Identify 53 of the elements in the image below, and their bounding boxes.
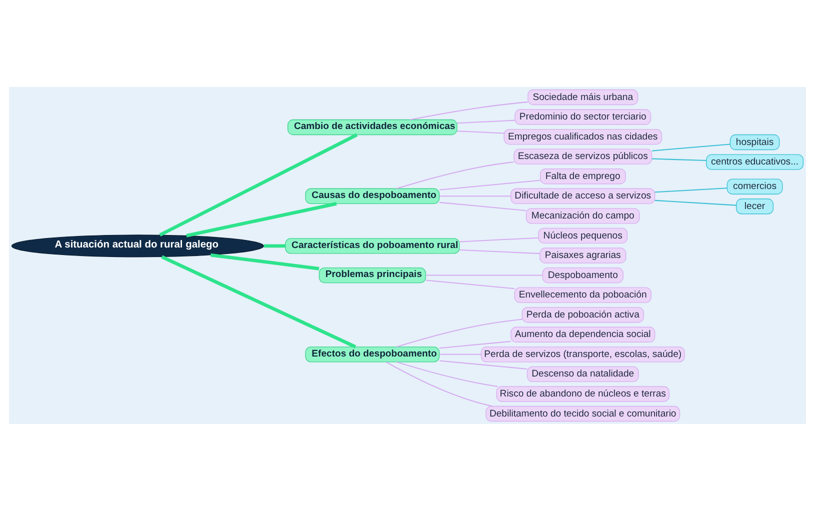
connector <box>654 199 736 206</box>
node-box: Descenso da natalidade <box>526 366 639 382</box>
node-ellipse: A situación actual do rural galego <box>11 234 264 257</box>
connector <box>654 187 727 192</box>
node-box: Risco de abandono de núcleos e terras <box>496 386 670 402</box>
node-box: Escaseza de servizos públicos <box>514 148 652 164</box>
node-box: Debilitamento do tecido social e comunitario <box>486 405 680 422</box>
node-box: Falta de emprego <box>540 168 626 184</box>
connector <box>439 179 540 190</box>
connector <box>440 195 511 196</box>
node-box: Perda de servizos (transporte, escolas, saúde) <box>480 346 685 362</box>
connector <box>186 202 337 237</box>
node-box: centros educativos... <box>706 154 804 170</box>
connector <box>439 360 528 369</box>
node-box: Perda de poboación activa <box>522 306 644 322</box>
node-box: Problemas principais <box>318 266 426 283</box>
connector <box>161 254 356 348</box>
node-box: Cambio de actividades económicas <box>287 118 458 135</box>
node-box: Núcleos pequenos <box>538 227 628 244</box>
node-box: Mecanización do campo <box>526 208 640 224</box>
connector <box>159 132 358 236</box>
connector <box>439 340 511 348</box>
connector <box>457 119 515 124</box>
connector <box>396 318 522 347</box>
connector <box>460 236 538 242</box>
connector <box>439 201 526 211</box>
connector <box>396 160 514 189</box>
connector <box>426 279 515 289</box>
node-box: Envellecemento da poboación <box>514 286 652 302</box>
node-box: Sociedade máis urbana <box>528 88 638 105</box>
connector <box>652 143 730 151</box>
node-box: Despoboamento <box>542 266 624 283</box>
node-box: Empregos cualificados nas cidades <box>504 128 662 144</box>
connector <box>386 361 493 406</box>
connector <box>396 360 498 386</box>
connector <box>652 158 706 161</box>
node-box: Características do poboamento rural <box>285 238 460 254</box>
node-box: Dificultade de acceso a servizos <box>510 188 656 204</box>
connector <box>410 100 528 120</box>
node-box: Efectos do despoboamento <box>305 346 440 362</box>
node-box: Predominio do sector terciario <box>514 108 652 124</box>
node-box: Aumento da dependencia social <box>510 326 656 342</box>
connector <box>210 252 320 270</box>
node-box: Paisaxes agrarias <box>540 247 626 263</box>
node-box: lecer <box>736 198 774 214</box>
connector <box>264 244 286 248</box>
connector <box>460 248 540 254</box>
node-box: Causas do despoboamento <box>305 188 440 204</box>
node-box: hospitais <box>730 134 780 150</box>
node-box: comercios <box>726 178 783 194</box>
connector <box>426 274 542 276</box>
connector <box>457 130 504 134</box>
connector <box>440 353 482 354</box>
